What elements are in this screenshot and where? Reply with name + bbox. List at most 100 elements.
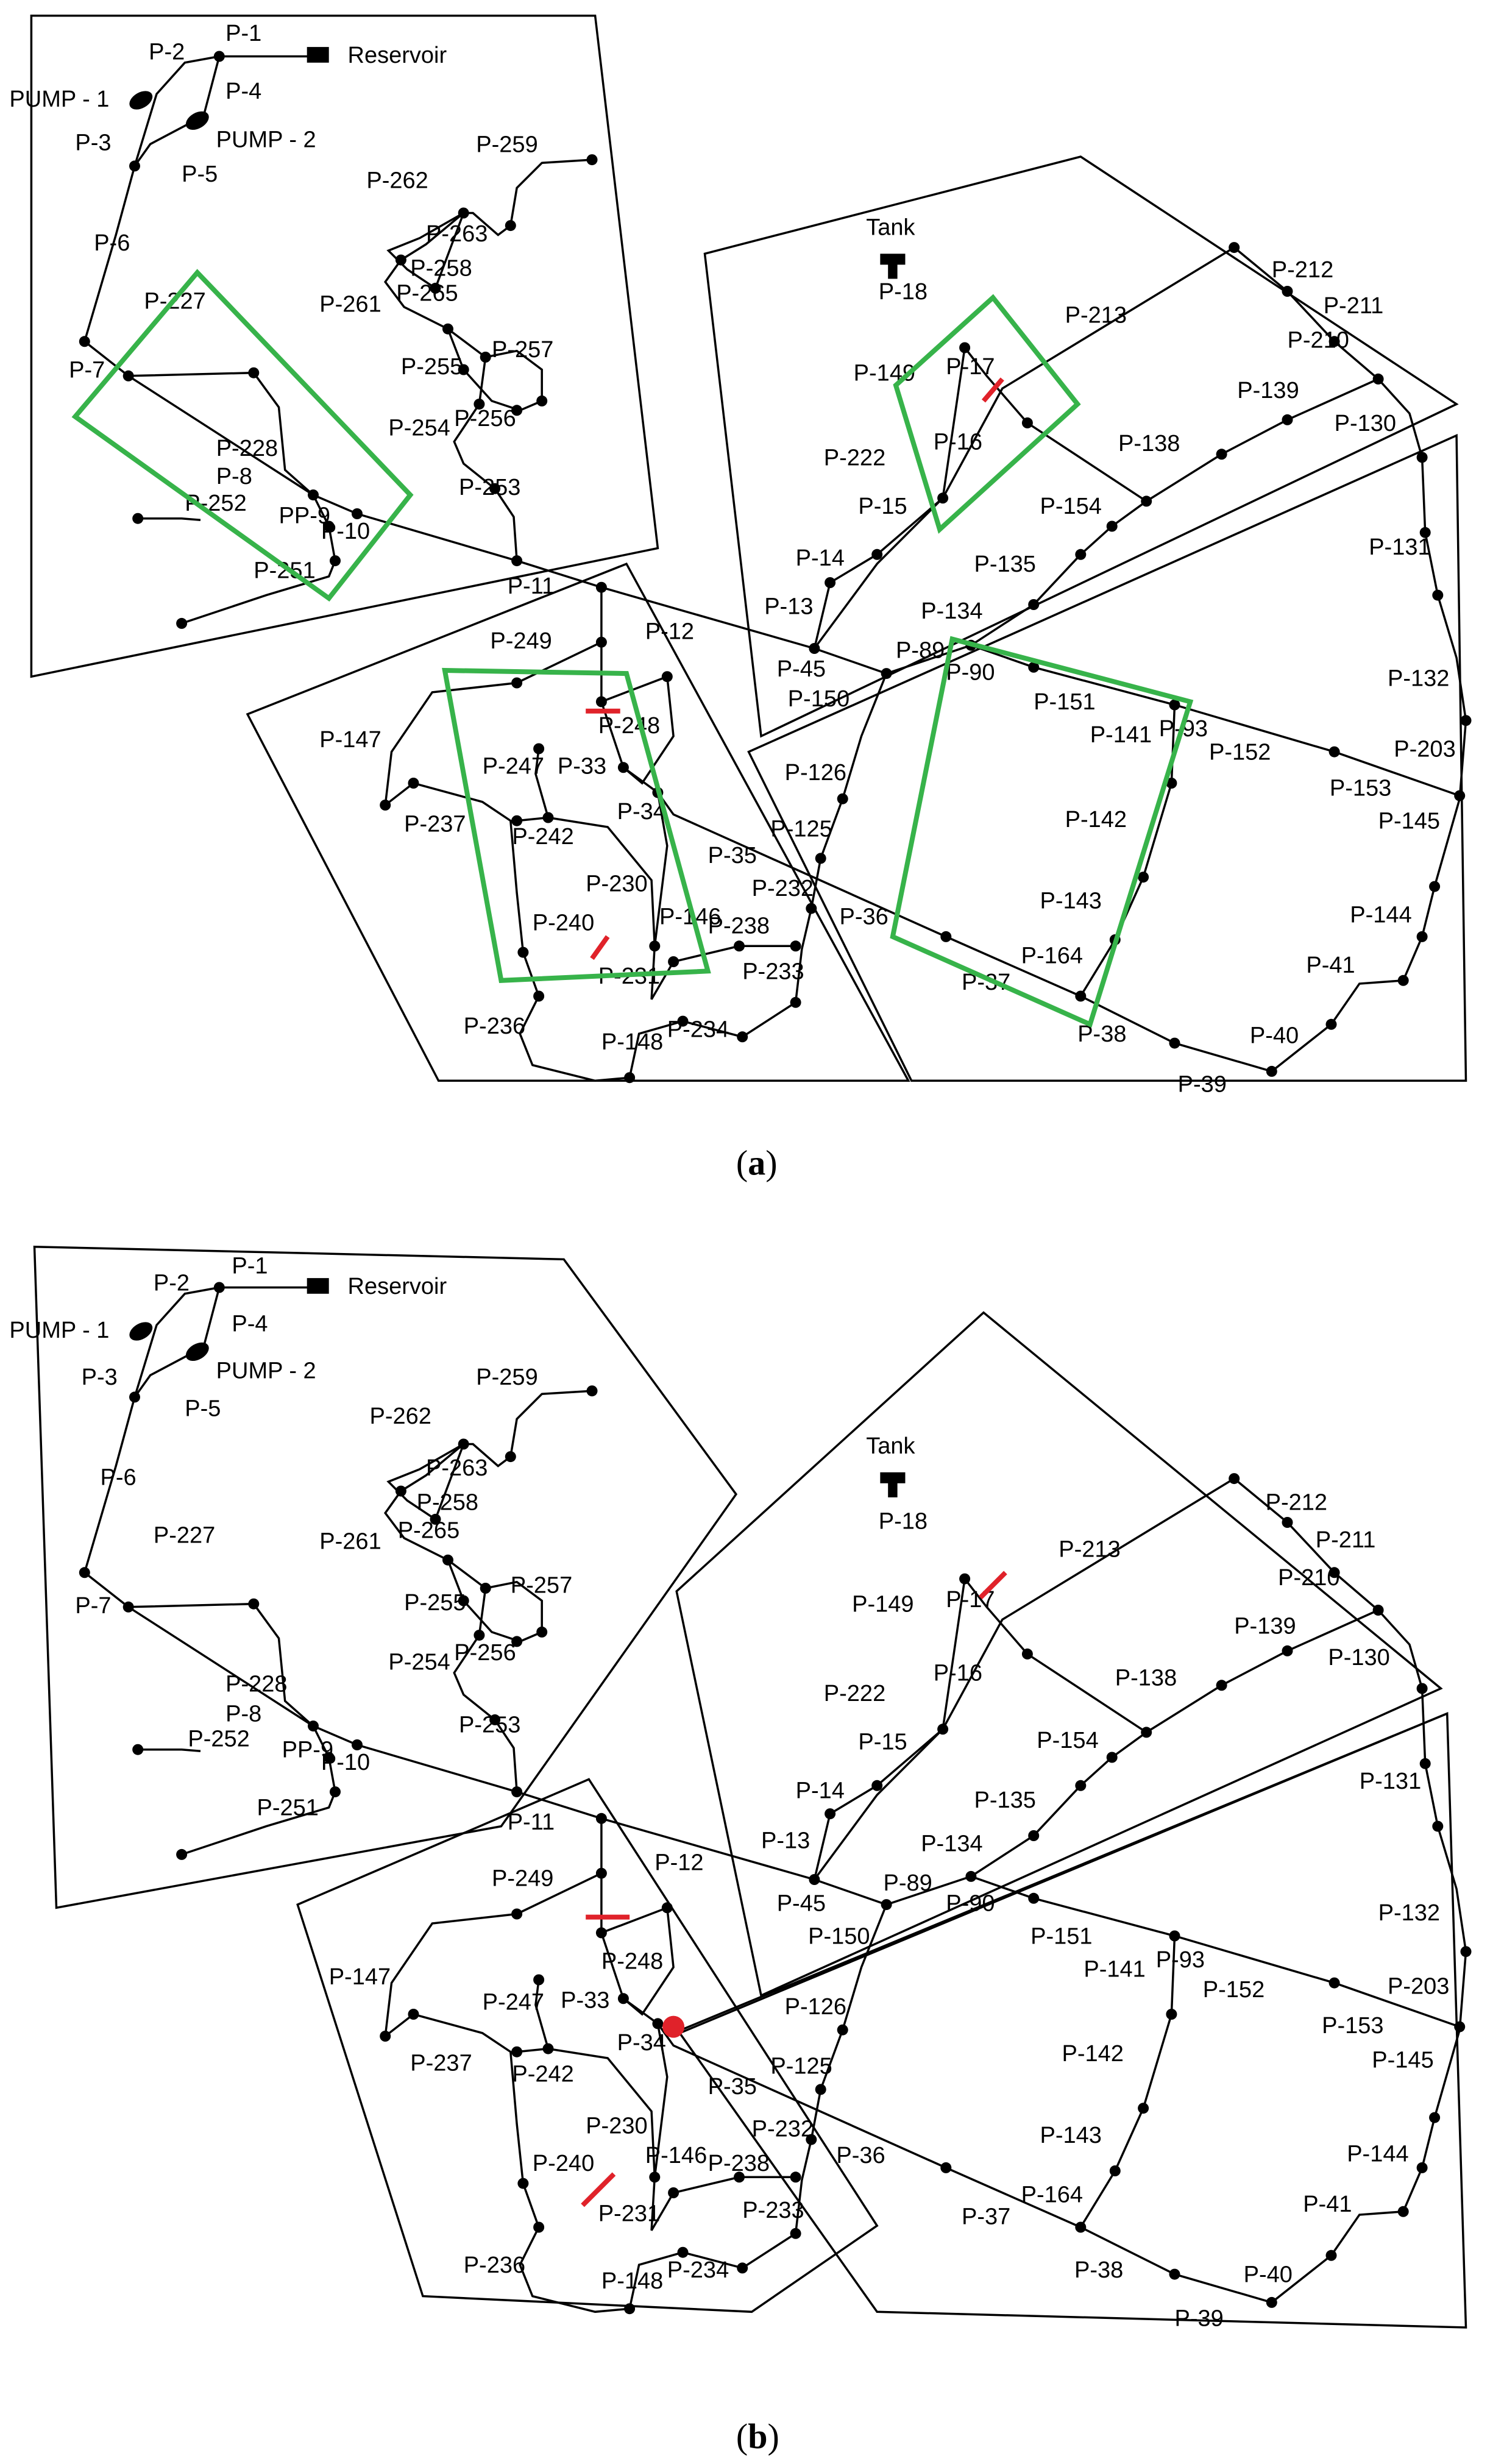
pipe-label: P-125	[770, 816, 832, 842]
junction-node	[790, 2171, 801, 2183]
pipe-label: P-144	[1347, 2142, 1408, 2167]
pipe-label: P-134	[921, 1831, 982, 1857]
zone-boundary	[30, 14, 659, 678]
pipe-label: P-164	[1021, 943, 1083, 969]
pipe-label: P-8	[225, 1701, 261, 1727]
pipe-label: P-234	[667, 1017, 729, 1042]
pump-icon	[185, 1342, 209, 1362]
pipe-label: P-90	[946, 1891, 995, 1916]
pipe-label: P-18	[879, 279, 928, 305]
pipe-label: P-256	[454, 1640, 516, 1666]
pipe-label: P-3	[82, 1365, 118, 1390]
pipe-label: P-258	[417, 1490, 478, 1516]
pipe-label: P-37	[962, 2204, 1010, 2229]
junction-node	[176, 1848, 188, 1860]
pipe-label: P-14	[796, 545, 845, 571]
junction-node	[1266, 2296, 1277, 2308]
pipe-label: P-35	[708, 843, 757, 868]
pipe-label: P-149	[852, 1592, 913, 1617]
junction-node	[806, 903, 817, 914]
pipe-label: P-45	[777, 1891, 826, 1916]
pipe-label: P-144	[1350, 903, 1411, 928]
pump-label: PUMP - 1	[9, 87, 109, 112]
pipe-label: P-34	[617, 799, 666, 825]
pipe-label: P-212	[1272, 257, 1333, 283]
pipe	[83, 55, 220, 342]
junction-node	[790, 940, 801, 952]
pipe-label: P-142	[1062, 2041, 1124, 2067]
junction-node	[1328, 336, 1340, 347]
pump-icon	[129, 1322, 153, 1341]
pipe-label: P-10	[321, 1750, 370, 1775]
pipe-label: P-255	[404, 1590, 466, 1616]
pipe-label: P-131	[1369, 534, 1430, 560]
pump-label: PUMP - 2	[216, 1358, 316, 1384]
pipe-label: P-4	[225, 79, 261, 104]
pipe-label: P-247	[483, 1989, 544, 2015]
junction-node	[1075, 1780, 1087, 1791]
junction-node	[430, 282, 441, 294]
pipe-label: P-222	[824, 445, 885, 470]
pump-icon	[185, 111, 209, 130]
pipe-label: P-145	[1372, 2047, 1433, 2073]
pipe-label: P-249	[490, 628, 552, 654]
junction-node	[213, 51, 225, 62]
pipe-label: P-253	[459, 1712, 520, 1738]
junction-node	[595, 1927, 607, 1939]
pipe	[534, 748, 550, 818]
junction-node	[1328, 1567, 1340, 1578]
pipe-label: P-6	[94, 230, 130, 256]
junction-node	[1109, 2165, 1121, 2176]
junction-node	[1106, 1752, 1118, 1763]
junction-node	[533, 990, 545, 1002]
pipe-label: P-212	[1266, 1490, 1327, 1516]
pipe	[133, 1287, 221, 1398]
pipe-label: P-233	[742, 2198, 804, 2223]
junction-node	[132, 513, 144, 524]
junction-node	[517, 946, 529, 958]
pipe-label: P-37	[962, 970, 1010, 995]
pipe-label: P-211	[1324, 293, 1384, 319]
reservoir-icon	[307, 47, 329, 63]
junction-node	[1419, 1758, 1431, 1769]
junction-node	[1266, 1065, 1277, 1077]
junction-node	[1416, 452, 1428, 463]
pipe-label: P-38	[1077, 1021, 1126, 1047]
junction-node	[395, 1485, 406, 1497]
pipe	[128, 371, 314, 496]
pipe-label: P-11	[508, 1809, 555, 1835]
pipe-label: P-15	[858, 494, 907, 519]
junction-node	[1429, 881, 1441, 892]
junction-node	[881, 668, 892, 680]
pipe-label: P-236	[464, 1014, 525, 1039]
pipe	[138, 517, 201, 521]
pipe-label: P-149	[854, 361, 915, 386]
zone-boundary	[296, 1778, 879, 2313]
junction-node	[380, 2031, 391, 2042]
pipe-label: P-242	[512, 2062, 573, 2087]
pipe-label: P-14	[796, 1778, 845, 1803]
junction-node	[533, 2221, 545, 2233]
pipe-label: P-211	[1316, 1527, 1376, 1553]
pipe-label: P-36	[840, 904, 889, 929]
junction-node	[430, 1513, 441, 1525]
district-metered-area-boundary	[442, 667, 711, 983]
pipe-label: P-240	[533, 911, 594, 936]
junction-node	[458, 207, 469, 219]
pipe-label: P-135	[974, 552, 1036, 577]
junction-node	[248, 367, 260, 378]
junction-node	[536, 1626, 548, 1638]
junction-node	[595, 1812, 607, 1824]
junction-node	[1419, 527, 1431, 538]
pipe-label: P-262	[366, 168, 428, 193]
pipe-label: P-213	[1065, 302, 1127, 328]
junction-node	[617, 1993, 629, 2004]
pipe-label: P-153	[1330, 776, 1391, 801]
junction-node	[1169, 1930, 1180, 1942]
pipe-label: P-39	[1175, 2306, 1224, 2331]
junction-node	[308, 1720, 319, 1732]
junction-node	[1282, 286, 1293, 297]
pipe-label: P-5	[185, 1396, 221, 1421]
tank-stem	[888, 263, 898, 279]
junction-node	[1028, 1830, 1040, 1841]
